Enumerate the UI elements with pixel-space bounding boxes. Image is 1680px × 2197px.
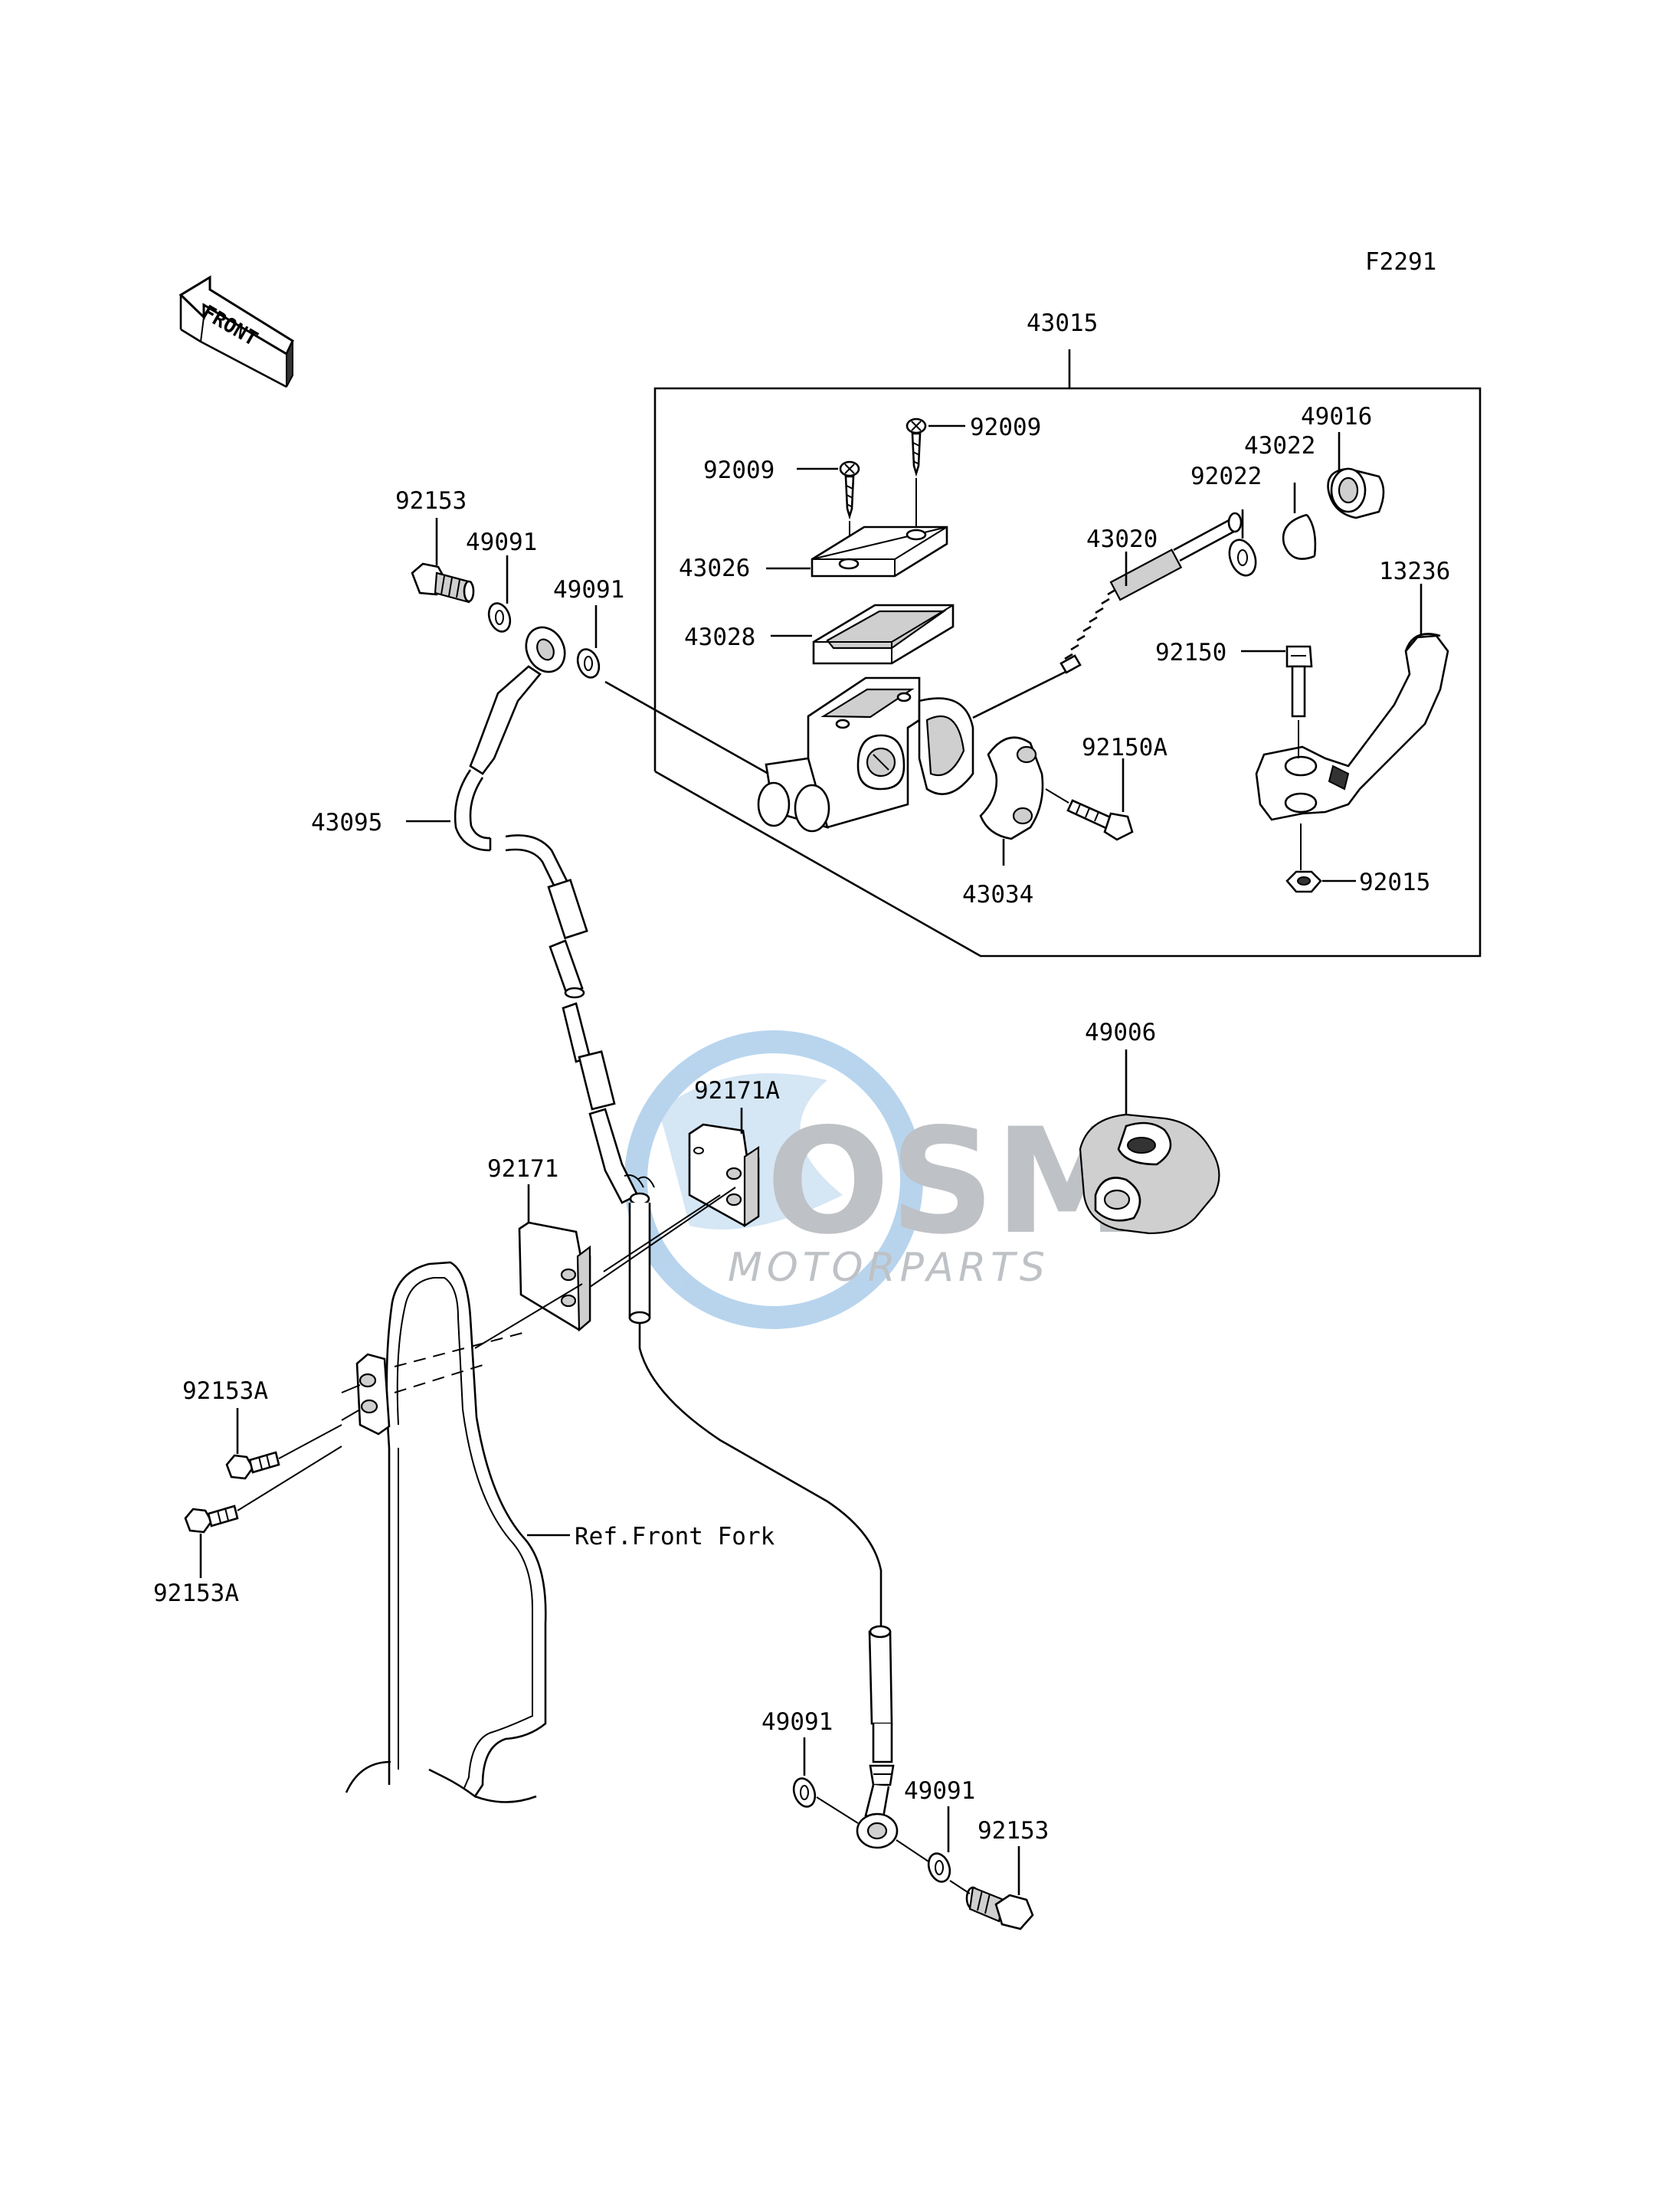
washer-49091-d xyxy=(927,1852,951,1883)
callout-49091-a: 49091 xyxy=(466,529,537,556)
master-cylinder-body xyxy=(757,676,974,833)
piston-spring-43020 xyxy=(1059,512,1243,674)
callout-49091-d: 49091 xyxy=(904,1777,975,1805)
callout-49016: 49016 xyxy=(1301,403,1372,431)
assembly-box xyxy=(653,349,1482,958)
clamp-43034 xyxy=(979,736,1044,840)
callout-43022: 43022 xyxy=(1244,432,1315,460)
reservoir-cap-43026 xyxy=(811,526,948,578)
brake-lever-13236 xyxy=(1255,633,1449,821)
callout-92150A: 92150A xyxy=(1082,734,1167,761)
dust-boot-49016 xyxy=(1327,467,1385,519)
banjo-bolt-92153-top xyxy=(411,562,475,604)
circlip-43022 xyxy=(1282,513,1317,560)
callout-49006: 49006 xyxy=(1085,1019,1156,1046)
callout-92150: 92150 xyxy=(1155,639,1226,666)
screw-92009-left xyxy=(839,460,860,520)
callout-43034: 43034 xyxy=(962,881,1033,909)
washer-49091-a xyxy=(487,602,512,633)
callout-92009-right: 92009 xyxy=(970,414,1041,441)
watermark-sub: MOTORPARTS xyxy=(728,1245,1050,1291)
callout-92171A: 92171A xyxy=(694,1077,780,1105)
callout-92153-top: 92153 xyxy=(395,487,467,515)
figure-code: F2291 xyxy=(1365,248,1436,276)
reference-front-fork: Ref.Front Fork xyxy=(575,1523,775,1550)
watermark-brand: OSM xyxy=(766,1097,1139,1266)
screw-92009-right xyxy=(905,417,927,477)
washer-92022 xyxy=(1228,539,1257,577)
callout-43015: 43015 xyxy=(1027,309,1098,337)
callout-43026: 43026 xyxy=(679,555,750,582)
lower-brake-hose xyxy=(638,1324,899,1849)
front-fork xyxy=(341,1261,547,1803)
pivot-bolt-92150 xyxy=(1285,645,1313,718)
callout-92171: 92171 xyxy=(487,1155,558,1183)
diaphragm-43028 xyxy=(812,604,955,665)
switch-housing-49006 xyxy=(1079,1113,1220,1235)
bolt-92153A-a xyxy=(225,1451,280,1480)
bracket-92171A xyxy=(688,1123,760,1228)
banjo-bolt-92153-bottom xyxy=(965,1886,1034,1930)
washer-49091-c xyxy=(792,1777,817,1808)
bolt-92153A-b xyxy=(184,1505,239,1534)
callout-43028: 43028 xyxy=(684,624,755,651)
nut-92015 xyxy=(1285,870,1322,893)
clamp-bolt-92150A xyxy=(1066,799,1134,841)
callout-13236: 13236 xyxy=(1379,558,1450,585)
callout-49091-c: 49091 xyxy=(761,1708,833,1736)
bracket-92171 xyxy=(518,1221,591,1332)
callout-92022: 92022 xyxy=(1190,463,1262,490)
callout-92153A-b: 92153A xyxy=(153,1580,239,1607)
callout-92153A-a: 92153A xyxy=(182,1377,268,1405)
callout-92153-bottom: 92153 xyxy=(978,1817,1049,1845)
callout-92009-left: 92009 xyxy=(703,457,775,484)
callout-49091-b: 49091 xyxy=(553,576,624,604)
callout-92015: 92015 xyxy=(1359,869,1430,896)
washer-49091-b xyxy=(576,648,601,679)
callout-43095: 43095 xyxy=(311,809,382,837)
front-direction-arrow-icon: FRONT xyxy=(178,275,294,388)
brake-hose-43095 xyxy=(454,626,655,1324)
callout-43020: 43020 xyxy=(1086,526,1158,553)
